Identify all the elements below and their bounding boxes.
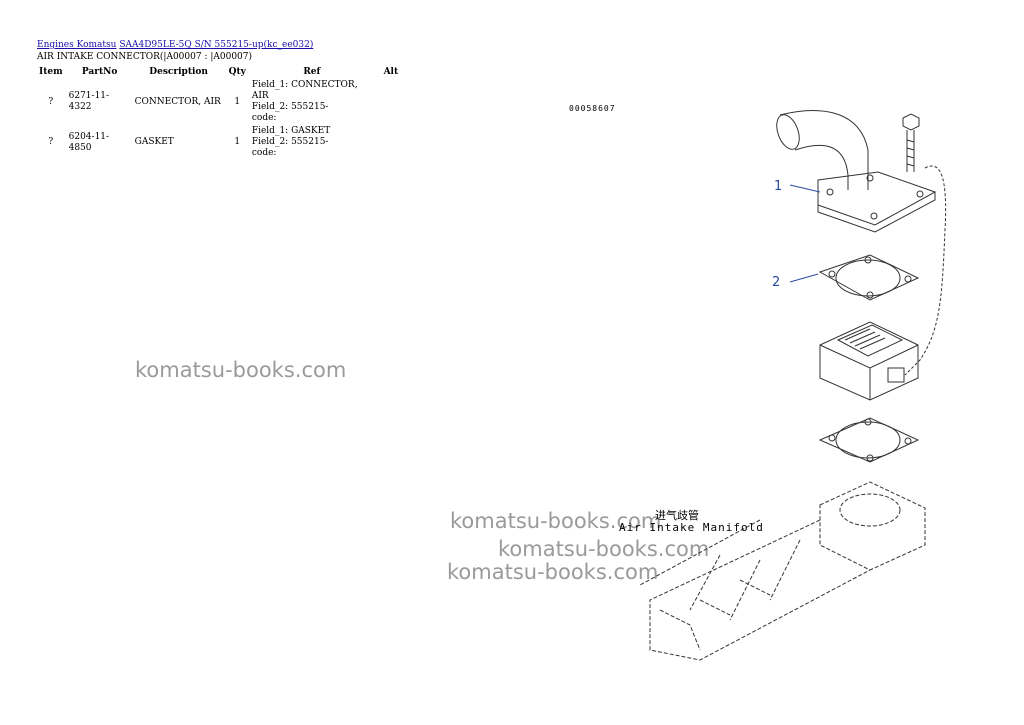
- cell-partno: 6271-11-4322: [68, 91, 110, 112]
- cell-item: ?: [48, 96, 54, 107]
- manifold-label-en: Air Intake Manifold: [619, 521, 764, 534]
- gasket-illustration: [818, 254, 920, 301]
- page-title: AIR INTAKE CONNECTOR(|A00007 : |A00007): [37, 52, 253, 62]
- cell-qty: 1: [234, 96, 241, 107]
- table-row: ? 6271-11-4322 CONNECTOR, AIR 1 Field_1:…: [35, 79, 408, 125]
- intake-heater-block: [819, 321, 919, 401]
- cell-ref: Field_1: GASKET Field_2: 555215- code:: [250, 125, 374, 160]
- intake-manifold-illustration: [639, 481, 926, 661]
- col-header-alt: Alt: [383, 67, 399, 77]
- callout-2: 2: [772, 275, 781, 290]
- cell-partno: 6204-11-4850: [68, 131, 110, 153]
- diagram-id: 00058607: [569, 104, 616, 113]
- callout-1: 1: [774, 179, 783, 194]
- cell-alt: [374, 125, 408, 160]
- breadcrumb-link-model[interactable]: SAA4D95LE-5Q S/N 555215-up(kc_ee032): [119, 40, 314, 50]
- cell-item: ?: [48, 137, 54, 147]
- cell-qty: 1: [234, 137, 241, 147]
- watermark-text: komatsu-books.com: [447, 560, 659, 584]
- breadcrumb: Engines Komatsu SAA4D95LE-5Q S/N 555215-…: [37, 40, 313, 51]
- ref-code: code:: [251, 113, 277, 123]
- parts-table: Item PartNo Description Qty Ref Alt ? 62…: [35, 66, 408, 160]
- ref-field-1: Field_1: CONNECTOR, AIR: [251, 80, 358, 101]
- manifold-label-zh: 进气歧管: [655, 509, 699, 522]
- ref-field-1: Field_1: GASKET: [251, 126, 331, 136]
- col-header-qty: Qty: [228, 67, 246, 77]
- lower-gasket-illustration: [818, 417, 920, 463]
- cell-alt: [374, 79, 408, 125]
- air-connector-elbow: [776, 110, 937, 233]
- ref-code: code:: [251, 148, 277, 158]
- col-header-description: Description: [149, 67, 208, 77]
- watermark-text: komatsu-books.com: [450, 509, 662, 533]
- table-row: ? 6204-11-4850 GASKET 1 Field_1: GASKET …: [35, 125, 408, 160]
- cell-ref: Field_1: CONNECTOR, AIR Field_2: 555215-…: [250, 79, 374, 125]
- cell-description: GASKET: [134, 137, 174, 147]
- cell-description: CONNECTOR, AIR: [134, 96, 221, 107]
- table-header-row: Item PartNo Description Qty Ref Alt: [35, 66, 408, 79]
- breadcrumb-link-engines[interactable]: Engines Komatsu: [37, 40, 117, 50]
- col-header-ref: Ref: [303, 67, 321, 77]
- watermark-text: komatsu-books.com: [498, 537, 710, 561]
- exploded-parts-diagram: [639, 110, 947, 661]
- col-header-item: Item: [39, 67, 63, 77]
- ref-field-2: Field_2: 555215-: [251, 137, 329, 147]
- watermark-text: komatsu-books.com: [135, 358, 347, 382]
- bolt-illustration: [902, 113, 920, 172]
- ref-field-2: Field_2: 555215-: [251, 102, 329, 112]
- col-header-partno: PartNo: [81, 67, 118, 77]
